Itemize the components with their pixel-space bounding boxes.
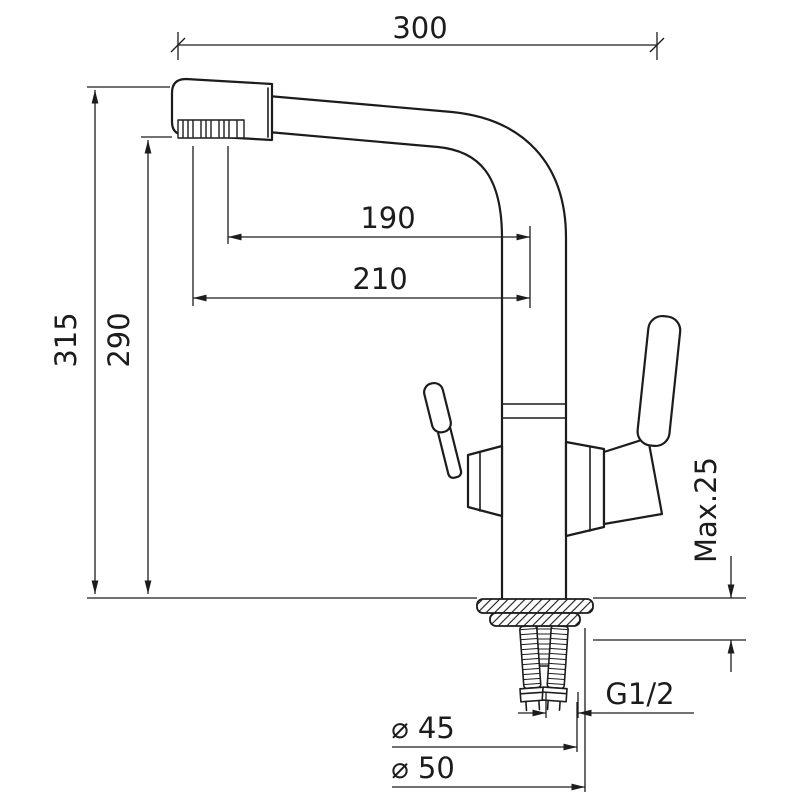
dim-overall-height-label: 315 (49, 312, 83, 367)
faucet-drawing (170, 77, 682, 712)
right-handle-boss (564, 440, 606, 538)
left-handle-lever (423, 381, 463, 479)
spout-body (266, 94, 568, 602)
dim-thread-size: G1/2 (518, 677, 694, 718)
right-handle-lever (636, 314, 682, 448)
dim-max-thickness: Max.25 (689, 457, 735, 672)
dim-overall-width: 300 (170, 11, 665, 60)
dim-diameter-50: ⌀ 50 (391, 628, 586, 792)
dim-diameter-45-label: ⌀ 45 (391, 711, 455, 745)
dim-diameter-45: ⌀ 45 (391, 702, 578, 752)
flange-upper-plate (476, 598, 594, 614)
right-handle-joint (602, 436, 664, 526)
dim-spout-height-label: 290 (102, 312, 136, 367)
dim-thread-size-label: G1/2 (605, 677, 674, 711)
dim-overall-reach-label: 210 (352, 262, 407, 296)
flange-lower-plate (489, 612, 581, 627)
dim-spout-reach: 190 (227, 146, 530, 244)
left-handle-boss (466, 444, 504, 518)
dim-spout-reach-label: 190 (360, 201, 415, 235)
dim-overall-width-label: 300 (392, 11, 447, 45)
dim-overall-reach: 210 (192, 146, 531, 308)
dim-spout-height: 290 (102, 136, 172, 594)
dim-overall-height: 315 (49, 86, 170, 594)
supply-hose-right (541, 624, 569, 712)
dimension-annotations: 300 315 290 190 210 (49, 11, 746, 792)
aerator (177, 119, 245, 139)
dim-max-thickness-label: Max.25 (689, 457, 723, 563)
dim-diameter-50-label: ⌀ 50 (391, 751, 455, 785)
